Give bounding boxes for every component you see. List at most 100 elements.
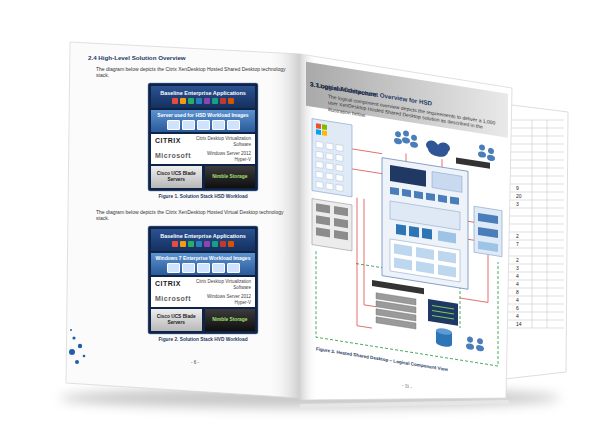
icon — [196, 241, 202, 247]
table-rule — [508, 152, 564, 153]
datacenter-box — [438, 231, 456, 244]
right-service-box — [474, 206, 502, 256]
admin-icons — [467, 336, 473, 343]
icon — [182, 263, 195, 273]
management-panel — [316, 215, 330, 225]
server-rack — [376, 293, 416, 329]
datacenter-box — [450, 196, 459, 204]
datacenter-box — [402, 189, 411, 197]
right-page-content: 3. Logical Architecture3.1 Logical Compo… — [302, 55, 512, 428]
server-layer: Cisco UCS Blade Servers — [151, 166, 202, 188]
table-rule — [508, 184, 564, 185]
datacenter-box — [394, 244, 412, 257]
datacenter-box — [432, 172, 462, 193]
datacenter-box — [382, 158, 468, 290]
right-service-box — [474, 206, 502, 256]
logical-architecture-illustration — [310, 114, 506, 373]
datacenter-box — [414, 191, 423, 199]
datacenter-box — [394, 258, 412, 271]
datacenter-box — [390, 187, 459, 205]
datacenter-box — [438, 265, 456, 278]
red-link — [468, 221, 474, 223]
management-panel — [316, 227, 330, 237]
cloud-icon — [426, 140, 438, 152]
database-icon — [436, 327, 452, 348]
database-icon — [436, 339, 452, 348]
icon — [167, 263, 180, 273]
table-rule — [508, 176, 564, 177]
datacenter-box — [416, 247, 434, 260]
user-icons — [488, 147, 494, 154]
client-panel — [316, 141, 343, 191]
icon — [167, 120, 180, 130]
switch-icon — [372, 280, 424, 294]
icon — [212, 241, 218, 247]
decorative-dots — [72, 336, 75, 339]
right-page — [300, 400, 510, 408]
client-panel — [312, 119, 352, 197]
application-layer: Baseline Enterprise Applications — [151, 229, 255, 251]
user-icons — [394, 138, 402, 145]
table-cell: 9 — [516, 185, 530, 191]
storage-array — [428, 299, 458, 326]
red-link — [406, 153, 407, 161]
datacenter-box — [390, 239, 460, 282]
icon — [212, 98, 218, 104]
datacenter-box — [409, 226, 419, 238]
page-number: - 6 - — [170, 360, 220, 366]
user-icons — [394, 129, 495, 162]
datacenter-box — [438, 195, 447, 203]
icon — [197, 263, 210, 273]
database-icon — [436, 327, 452, 336]
red-link — [468, 239, 474, 241]
table-cell: 20 — [516, 193, 530, 199]
icon — [188, 98, 194, 104]
left-page — [66, 42, 300, 398]
client-panel — [322, 130, 327, 136]
app-icon-row — [172, 241, 234, 247]
right-page — [300, 54, 512, 408]
server-rack — [376, 317, 416, 329]
hypervisor-layer: Microsoft Windows Server 2012 Hyper-V — [151, 149, 255, 164]
layer-description: Citrix Desktop Virtualization Software — [185, 279, 251, 290]
table-rule — [508, 248, 564, 249]
table-cell: 8 — [516, 289, 530, 295]
layer-description: Windows Server 2012 Hyper-V — [195, 151, 251, 162]
table-rule — [508, 312, 564, 313]
table-rule — [508, 280, 564, 281]
virtualization-layer: CITRIXCitrix Desktop Virtualization Soft… — [151, 134, 255, 149]
client-panel — [326, 173, 333, 180]
layer-title: Microsoft — [155, 152, 191, 160]
client-panel — [336, 144, 343, 151]
user-icons — [478, 151, 486, 158]
client-panel — [326, 143, 333, 150]
table-rule — [508, 144, 564, 145]
layer-description: Citrix Desktop Virtualization Software — [185, 136, 251, 147]
table-rule — [532, 120, 533, 328]
right-service-box — [478, 213, 498, 224]
section-heading: 2.4 High-Level Solution Overview — [88, 54, 293, 62]
table-cell: 2 — [516, 233, 530, 239]
table-rule — [508, 320, 564, 321]
table-rule — [508, 216, 564, 217]
red-link — [352, 149, 382, 154]
datacenter-box — [426, 193, 435, 201]
client-panel — [316, 161, 323, 168]
page-number: - 11 - — [382, 380, 432, 394]
table-rule — [508, 288, 564, 289]
user-icons — [411, 134, 417, 141]
storage-array — [432, 306, 454, 319]
table-grid — [508, 120, 564, 328]
client-panel — [316, 181, 323, 188]
decorative-dots — [78, 344, 82, 348]
datacenter-box — [390, 187, 399, 195]
client-panel — [316, 171, 323, 178]
client-panel — [336, 154, 343, 161]
red-link — [364, 199, 376, 307]
client-panel — [326, 163, 333, 170]
user-icons — [487, 154, 495, 161]
desktop-icon-row — [167, 263, 240, 273]
icon — [196, 98, 202, 104]
decorative-dots — [69, 329, 85, 364]
